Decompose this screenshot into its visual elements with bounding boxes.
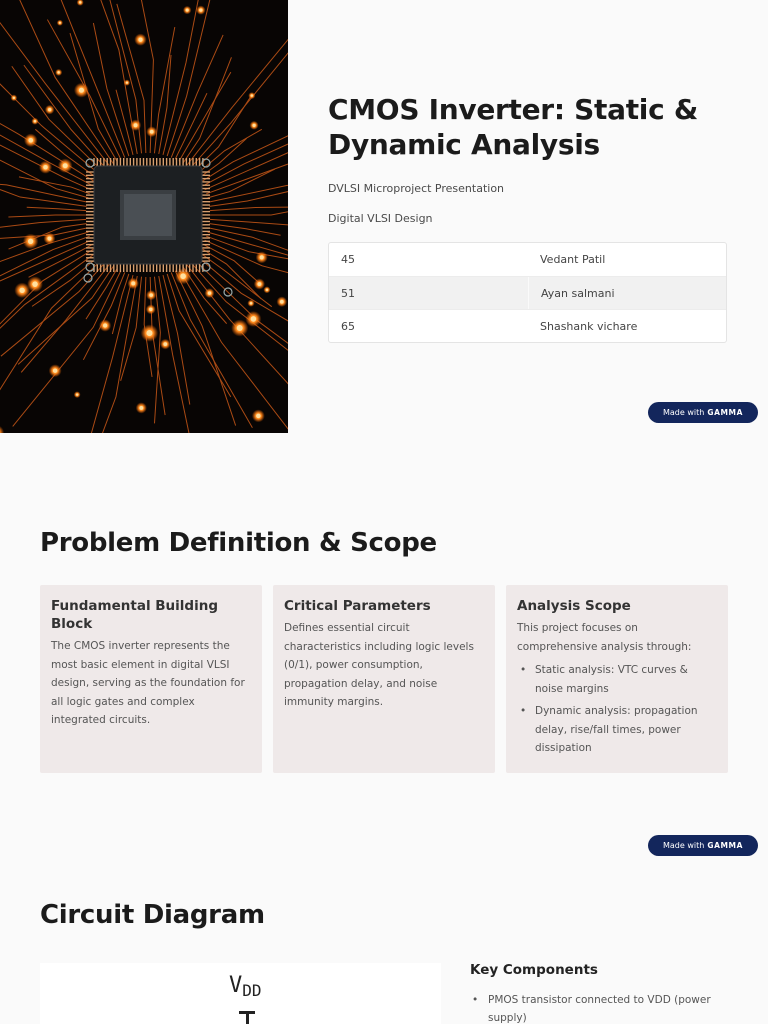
card-fundamental-building-block: Fundamental Building Block The CMOS inve… [40, 585, 262, 773]
title-block: CMOS Inverter: Static & Dynamic Analysis… [328, 92, 728, 225]
badge-prefix: Made with [662, 408, 705, 417]
made-with-gamma-badge[interactable]: Made with GAMMA [648, 835, 758, 856]
gamma-logo: GAMMA [707, 841, 744, 850]
member-name: Vedant Patil [540, 253, 606, 266]
scope-list: Static analysis: VTC curves & noise marg… [517, 661, 717, 758]
card-critical-parameters: Critical Parameters Defines essential ci… [273, 585, 495, 773]
table-row: 65 Shashank vichare [329, 309, 726, 342]
roll-number: 45 [341, 253, 355, 266]
circuit-diagram-title: Circuit Diagram [40, 900, 265, 930]
roll-number: 65 [341, 319, 355, 333]
vdd-wire [246, 1011, 249, 1024]
scope-cards: Fundamental Building Block The CMOS inve… [40, 585, 728, 773]
member-name: Shashank vichare [540, 319, 638, 333]
table-row: 51 Ayan salmani [329, 276, 726, 309]
card-heading: Fundamental Building Block [51, 598, 218, 632]
team-table: 45 Vedant Patil 51 Ayan salmani 65 Shash… [328, 242, 727, 343]
gamma-logo: GAMMA [707, 408, 744, 417]
components-list: PMOS transistor connected to VDD (power … [470, 991, 740, 1024]
card-analysis-scope: Analysis Scope This project focuses on c… [506, 585, 728, 773]
badge-prefix: Made with [662, 841, 705, 850]
roll-number: 51 [341, 286, 355, 300]
vdd-label: VDD [229, 973, 262, 1000]
card-heading: Analysis Scope [517, 598, 631, 614]
key-components: Key Components PMOS transistor connected… [470, 962, 740, 1024]
list-item: Dynamic analysis: propagation delay, ris… [517, 702, 717, 758]
key-components-heading: Key Components [470, 962, 598, 978]
table-row: 45 Vedant Patil [329, 243, 726, 276]
card-body: This project focuses on comprehensive an… [517, 622, 692, 653]
list-item: Static analysis: VTC curves & noise marg… [517, 661, 717, 698]
presentation-subtitle: DVLSI Microproject Presentation [328, 182, 505, 195]
presentation-title: CMOS Inverter: Static & Dynamic Analysis [328, 93, 698, 161]
problem-definition-title: Problem Definition & Scope [40, 528, 437, 558]
made-with-gamma-badge[interactable]: Made with GAMMA [648, 402, 758, 423]
card-heading: Critical Parameters [284, 598, 431, 614]
list-item: PMOS transistor connected to VDD (power … [470, 991, 740, 1024]
circuit-chip-image [0, 0, 288, 433]
card-body: Defines essential circuit characteristic… [284, 622, 474, 708]
course-name: Digital VLSI Design [328, 212, 433, 225]
circuit-diagram-image: VDD [40, 963, 441, 1024]
title-slide: CMOS Inverter: Static & Dynamic Analysis… [0, 0, 768, 433]
card-body: The CMOS inverter represents the most ba… [51, 640, 245, 726]
member-name: Ayan salmani [528, 277, 726, 309]
